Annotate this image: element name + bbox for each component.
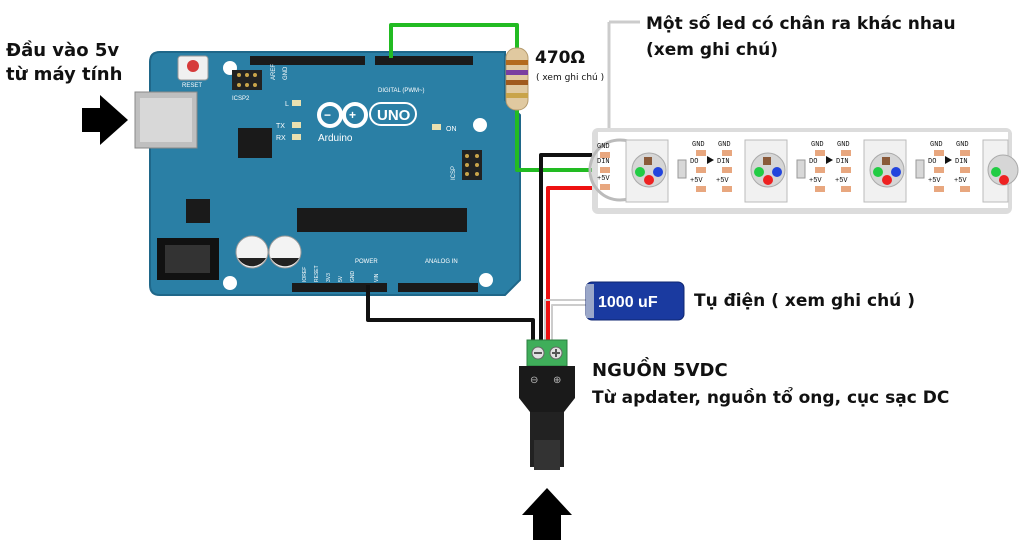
strip-pads-1: GND GND DO DIN +5V +5V (690, 141, 732, 192)
v33-label: 3V3 (326, 273, 332, 282)
terminal-plus: ⊕ (553, 375, 561, 386)
resistor (505, 47, 529, 111)
svg-text:DIN: DIN (717, 158, 730, 166)
capacitor-value: 1000 uF (598, 294, 658, 311)
digital-header: AREF GND DIGITAL (PWM~) (250, 56, 473, 94)
arrow-up-icon (522, 488, 572, 540)
rx-led-label: RX (276, 135, 286, 142)
capacitor-note-label: Tụ điện ( xem ghi chú ) (694, 291, 915, 311)
strip-din-in: DIN (597, 158, 610, 166)
icsp-header: ICSP (451, 150, 482, 180)
data-direction-icon (707, 156, 714, 164)
dc-barrel-jack (157, 238, 219, 280)
data-wire-green-2 (515, 110, 600, 172)
strip-5v-in: +5V (597, 175, 610, 183)
strip-pads-3: GND GND DO DIN +5V +5V (928, 141, 970, 192)
svg-text:DIN: DIN (955, 158, 968, 166)
resistor-value-label: 470Ω (535, 48, 585, 68)
reset-label: RESET (182, 83, 202, 89)
usb-port (134, 91, 198, 149)
led-note-label-2: (xem ghi chú) (646, 40, 778, 60)
microcontroller-chip (297, 208, 467, 232)
icsp-label: ICSP (451, 166, 457, 180)
strip-gnd-in: GND (597, 143, 610, 151)
svg-text:DO: DO (690, 158, 698, 166)
model-label: UNO (377, 107, 411, 124)
ground-wire-arduino (366, 285, 535, 345)
data-wire-green-1 (389, 23, 519, 58)
power-title-label: NGUỒN 5VDC (592, 360, 728, 381)
arrow-right-icon (82, 95, 128, 145)
wires (366, 20, 640, 345)
vin-label: VIN (374, 273, 380, 282)
arduino-logo: − + Arduino UNO (317, 102, 417, 144)
svg-text:+: + (349, 108, 356, 122)
led-note-label-1: Một số led có chân ra khác nhau (646, 14, 956, 34)
icsp2-label: ICSP2 (232, 96, 250, 102)
svg-text:DO: DO (809, 158, 817, 166)
power-sources-label: Từ apdater, nguồn tổ ong, cục sạc DC (592, 388, 950, 408)
svg-text:GND: GND (692, 141, 705, 149)
brand-label: Arduino (318, 133, 353, 144)
svg-text:GND: GND (718, 141, 731, 149)
svg-text:+5V: +5V (716, 177, 729, 185)
icsp2-header: ICSP2 (232, 70, 262, 102)
aref-label: AREF (271, 64, 277, 80)
svg-text:+5V: +5V (809, 177, 822, 185)
input-5v-label: Đầu vào 5v (6, 40, 120, 61)
l-led-label: L (285, 101, 289, 108)
led-pixel-2 (744, 139, 806, 203)
power-header: POWER IOREF RESET 3V3 5V GND VIN ANALOG … (292, 259, 478, 292)
svg-text:GND: GND (930, 141, 943, 149)
tx-led-label: TX (276, 123, 285, 130)
svg-text:−: − (324, 108, 331, 122)
voltage-regulator (186, 199, 210, 223)
led-strip: GND DIN +5V GND GND DO DIN +5V +5V (588, 128, 1019, 214)
ground-wire-strip (539, 153, 600, 345)
svg-text:DIN: DIN (836, 158, 849, 166)
digital-label: DIGITAL (PWM~) (378, 88, 425, 94)
led-pixel-3 (863, 139, 925, 203)
svg-text:+5V: +5V (954, 177, 967, 185)
analog-in-label: ANALOG IN (425, 259, 458, 265)
from-computer-label: từ máy tính (6, 64, 123, 85)
v5-label: 5V (338, 275, 344, 282)
reset-pin-label: RESET (314, 265, 320, 282)
led-pixel-4 (982, 139, 1019, 203)
strip-pads-2: GND GND DO DIN +5V +5V (809, 141, 851, 192)
capacitor-lead-right (551, 304, 587, 340)
power-label: POWER (355, 259, 378, 265)
svg-text:+5V: +5V (835, 177, 848, 185)
terminal-minus: ⊖ (530, 375, 538, 386)
power-wire-strip (546, 186, 600, 345)
led-pixel-1 (625, 139, 687, 203)
on-led-label: ON (446, 126, 457, 133)
svg-text:+5V: +5V (928, 177, 941, 185)
ioref-label: IOREF (302, 267, 308, 282)
svg-text:+5V: +5V (690, 177, 703, 185)
svg-text:GND: GND (811, 141, 824, 149)
resistor-note-label: ( xem ghi chú ) (536, 73, 605, 83)
dc-terminal-adapter: ⊖ ⊕ (519, 339, 575, 470)
capacitor-lead-left (544, 299, 587, 340)
svg-text:DO: DO (928, 158, 936, 166)
gnd-label-power: GND (350, 271, 356, 283)
capacitor: 1000 uF (585, 281, 685, 321)
svg-text:GND: GND (837, 141, 850, 149)
gnd-label-top: GND (283, 66, 289, 80)
arduino-board: RESET ICSP2 AREF GND DIGITAL (PWM~) L (134, 51, 521, 296)
svg-text:GND: GND (956, 141, 969, 149)
usb-chip (238, 128, 272, 158)
